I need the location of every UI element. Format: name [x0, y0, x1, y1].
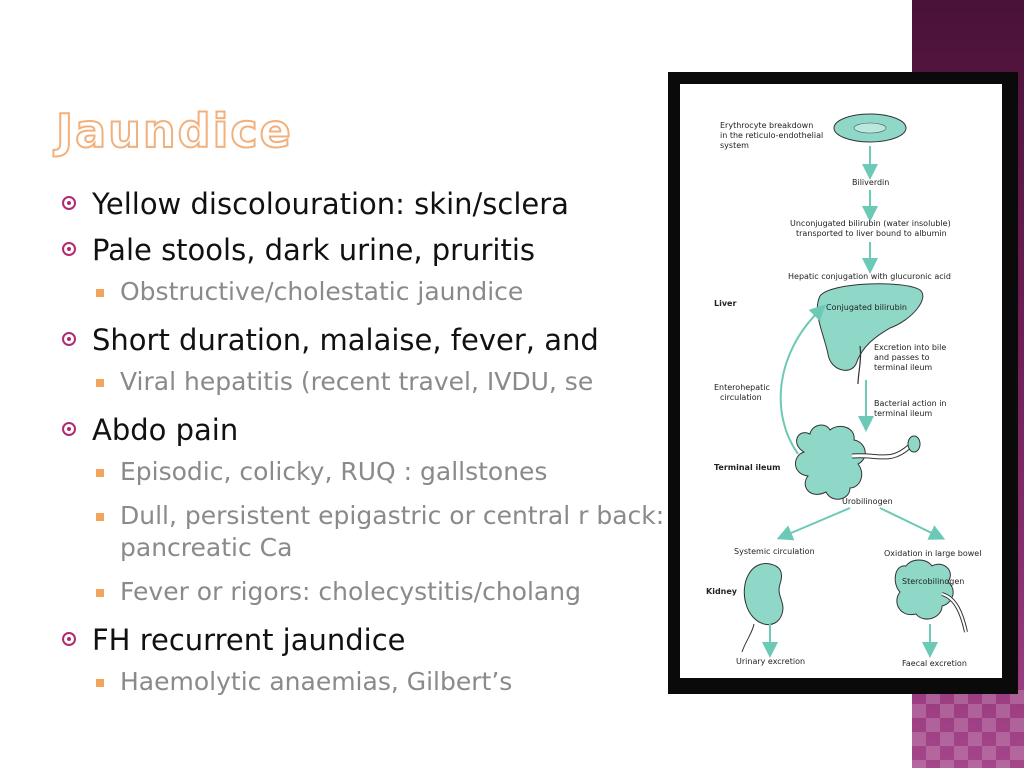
label-liver: Liver [714, 299, 736, 308]
ureter [741, 623, 755, 653]
bullet-circle-icon [62, 332, 76, 346]
label-oxidation: Oxidation in large bowel [884, 549, 981, 558]
sub-bullet-text: Viral hepatitis (recent travel, IVDU, se [120, 367, 594, 396]
bullet-text: FH recurrent jaundice [92, 623, 406, 657]
bullet-circle-icon [62, 242, 76, 256]
bullet-list: Yellow discolouration: skin/sclera Pale … [62, 184, 672, 710]
bilirubin-diagram-frame: Erythrocyte breakdown in the reticulo-en… [668, 72, 1018, 694]
sub-bullet-item: Haemolytic anaemias, Gilbert’s [62, 666, 672, 698]
sub-bullet-square-icon [96, 513, 104, 521]
enterohepatic-arrow [779, 304, 826, 455]
label-erythrocyte-1: Erythrocyte breakdown [720, 121, 813, 130]
bullet-item: FH recurrent jaundice [62, 620, 672, 660]
large-bowel-shape [894, 559, 954, 620]
sub-bullet-text: Obstructive/cholestatic jaundice [120, 277, 524, 306]
label-bacterial-1: Bacterial action in [874, 399, 947, 408]
ileum-end [907, 435, 921, 453]
label-urobilinogen: Urobilinogen [842, 497, 893, 506]
label-stercobilinogen: Stercobilinogen [902, 577, 964, 586]
sub-bullet-text: Fever or rigors: cholecystitis/cholang [120, 577, 581, 606]
bullet-item: Abdo pain [62, 410, 672, 450]
label-excretion-1: Excretion into bile [874, 343, 946, 352]
bullet-text: Abdo pain [92, 413, 239, 447]
bullet-item: Short duration, malaise, fever, and [62, 320, 672, 360]
sub-bullet-item: Dull, persistent epigastric or central r… [62, 500, 672, 564]
label-conjugated: Conjugated bilirubin [826, 303, 907, 312]
bowel-tube-inner [941, 593, 967, 633]
sub-bullet-square-icon [96, 379, 104, 387]
ileum-tube-inner [851, 444, 912, 459]
label-bacterial-2: terminal ileum [874, 409, 932, 418]
sub-bullet-square-icon [96, 679, 104, 687]
arrow-oxidation [879, 507, 946, 540]
label-unconjugated-1: Unconjugated bilirubin (water insoluble) [790, 219, 951, 228]
bullet-item: Yellow discolouration: skin/sclera [62, 184, 672, 224]
bile-duct [857, 345, 862, 385]
label-enterohepatic-1: Enterohepatic [714, 383, 770, 392]
bullet-circle-icon [62, 422, 76, 436]
label-terminal-ileum: Terminal ileum [714, 463, 780, 472]
label-erythrocyte-2: in the reticulo-endothelial [720, 131, 823, 140]
bullet-item: Pale stools, dark urine, pruritis [62, 230, 672, 270]
bullet-circle-icon [62, 632, 76, 646]
kidney-shape [743, 563, 784, 625]
slide-title: Jaundice [55, 103, 293, 159]
sub-bullet-square-icon [96, 469, 104, 477]
label-excretion-2: and passes to [874, 353, 930, 362]
label-enterohepatic-2: circulation [720, 393, 762, 402]
bullet-text: Pale stools, dark urine, pruritis [92, 233, 536, 267]
ileum-shape [795, 424, 866, 500]
bullet-text: Short duration, malaise, fever, and [92, 323, 599, 357]
label-hepatic: Hepatic conjugation with glucuronic acid [788, 272, 951, 281]
arrow-systemic [776, 507, 851, 541]
sub-bullet-item: Viral hepatitis (recent travel, IVDU, se [62, 366, 672, 398]
liver-shape [816, 283, 924, 371]
bullet-circle-icon [62, 196, 76, 210]
sub-bullet-text: Episodic, colicky, RUQ : gallstones [120, 457, 548, 486]
sub-bullet-text: Haemolytic anaemias, Gilbert’s [120, 667, 513, 696]
label-excretion-3: terminal ileum [874, 363, 932, 372]
sub-bullet-square-icon [96, 589, 104, 597]
label-erythrocyte-3: system [720, 141, 749, 150]
sub-bullet-text: Dull, persistent epigastric or central r… [120, 501, 665, 562]
label-kidney: Kidney [706, 587, 738, 596]
diamond-pattern [912, 690, 1024, 768]
label-unconjugated-2: transported to liver bound to albumin [796, 229, 947, 238]
label-urinary: Urinary excretion [736, 657, 805, 666]
bilirubin-metabolism-diagram: Erythrocyte breakdown in the reticulo-en… [680, 84, 1002, 678]
label-systemic: Systemic circulation [734, 547, 815, 556]
label-biliverdin: Biliverdin [852, 178, 889, 187]
sub-bullet-item: Obstructive/cholestatic jaundice [62, 276, 672, 308]
bullet-text: Yellow discolouration: skin/sclera [92, 187, 569, 221]
sub-bullet-square-icon [96, 289, 104, 297]
erythrocyte-center [853, 122, 887, 134]
label-faecal: Faecal excretion [902, 659, 967, 668]
sub-bullet-item: Episodic, colicky, RUQ : gallstones [62, 456, 672, 488]
sub-bullet-item: Fever or rigors: cholecystitis/cholang [62, 576, 672, 608]
